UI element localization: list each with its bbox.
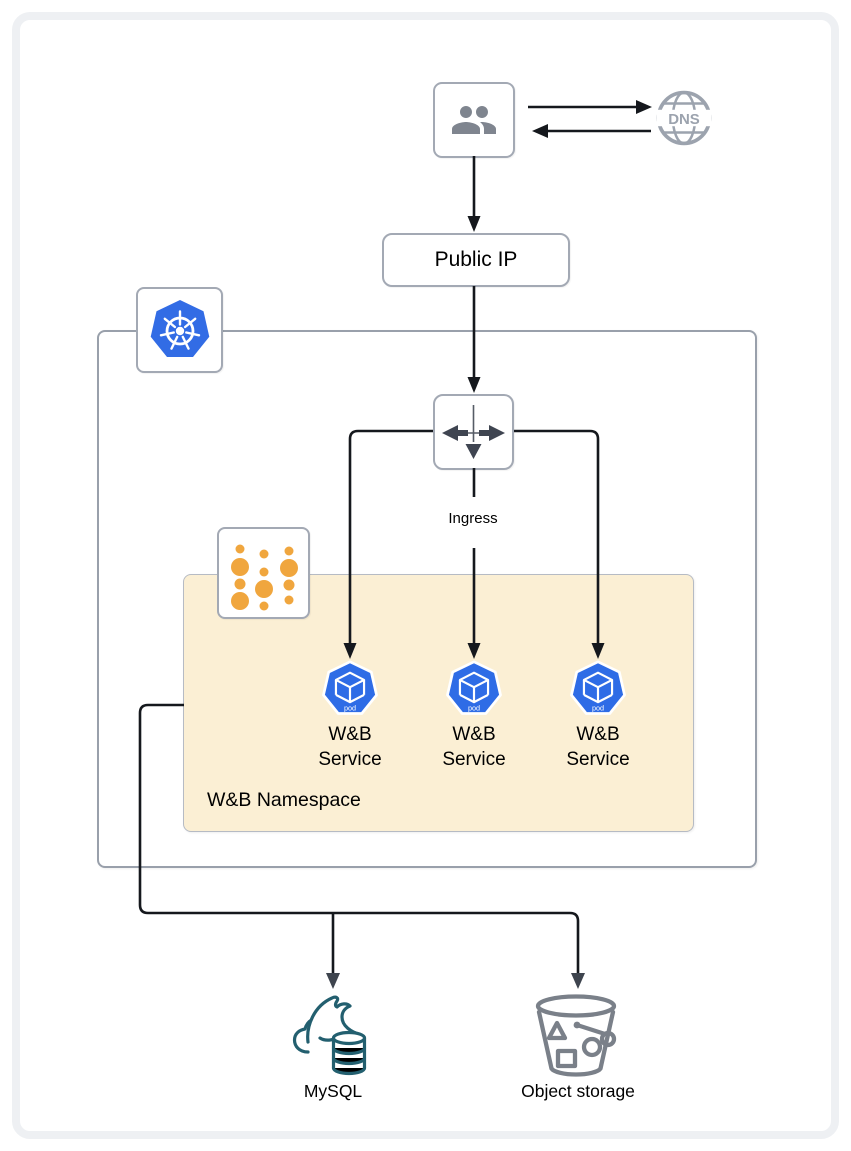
object-storage-icon <box>535 994 617 1077</box>
mysql-icon <box>292 995 367 1076</box>
pod-badge: pod <box>344 703 356 712</box>
pod-label: W&B Service <box>566 724 630 770</box>
kubernetes-node <box>136 287 223 373</box>
namespace-icon-node <box>217 527 310 619</box>
kubernetes-cluster-box <box>97 330 757 868</box>
users-node <box>433 82 515 158</box>
object-storage-label: Object storage <box>521 1081 635 1101</box>
public-ip-label: Public IP <box>434 248 518 271</box>
dns-icon: DNS <box>656 90 712 146</box>
ingress-node <box>433 394 514 470</box>
pod-badge: pod <box>592 703 604 712</box>
ingress-label: Ingress <box>448 510 498 527</box>
pod-icon: pod <box>322 660 378 715</box>
line-namespace-to-storage <box>138 703 580 973</box>
dns-label: DNS <box>668 111 700 128</box>
pod-icon: pod <box>570 660 626 715</box>
wnb-namespace-label: W&B Namespace <box>207 789 361 811</box>
namespace-icon <box>231 544 298 611</box>
arrow-ingress-to-pod3 <box>514 429 600 643</box>
outer-frame <box>12 12 839 1139</box>
pod-badge: pod <box>468 703 480 712</box>
pod-label: W&B Service <box>442 724 506 770</box>
kubernetes-icon <box>150 300 209 357</box>
users-icon <box>452 106 496 134</box>
public-ip-node: Public IP <box>382 233 570 287</box>
arrow-ingress-to-pod1 <box>348 429 433 643</box>
mysql-label: MySQL <box>303 1081 363 1101</box>
pod-label: W&B Service <box>318 724 382 770</box>
ingress-icon <box>442 405 505 459</box>
pod-icon: pod <box>446 660 502 715</box>
